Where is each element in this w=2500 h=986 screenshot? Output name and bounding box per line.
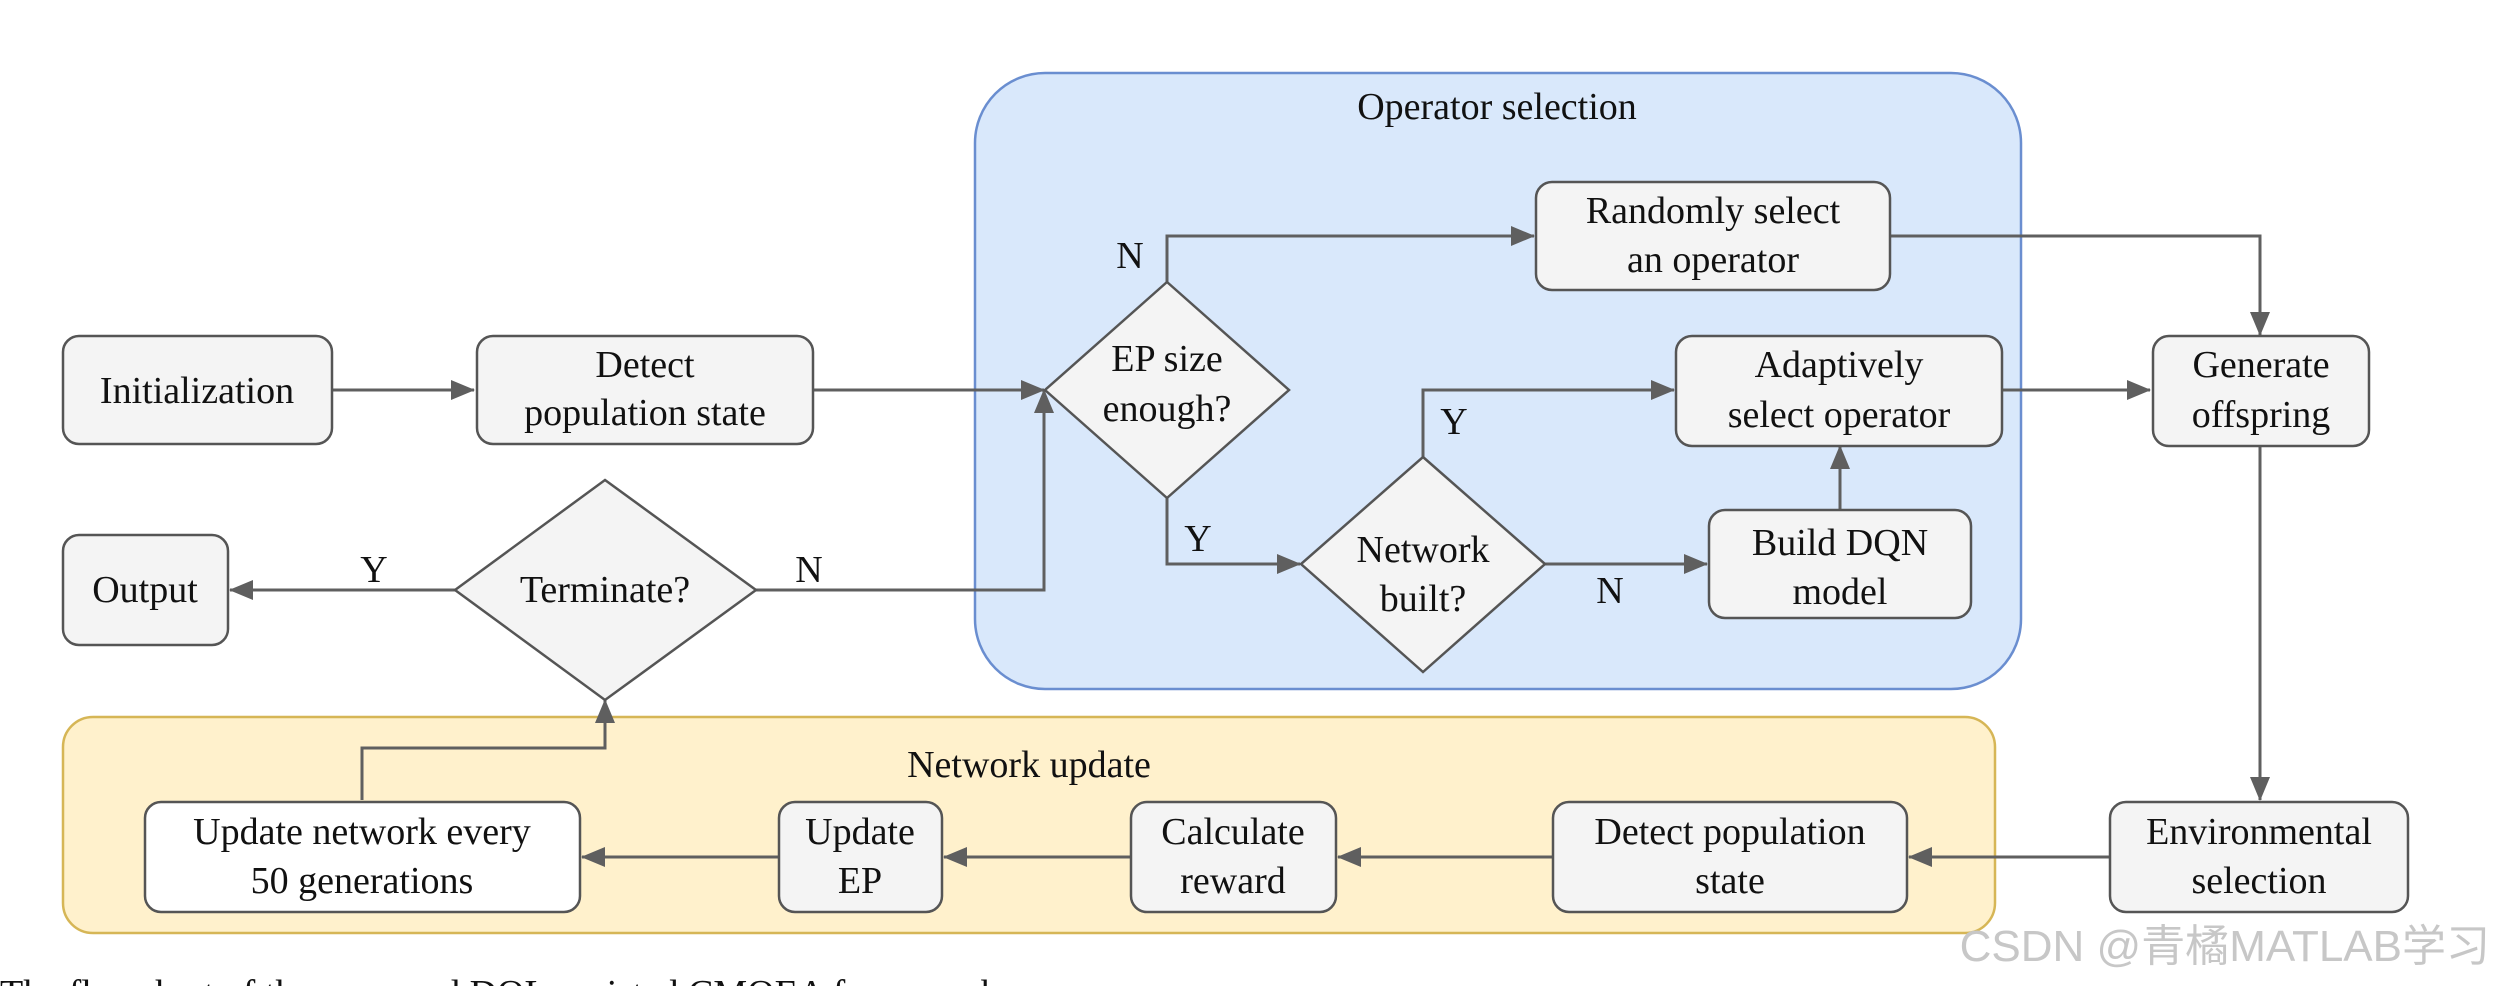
terminate-no-label: N (795, 549, 822, 591)
terminate-yes-label: Y (360, 549, 387, 591)
svg-text:state: state (1695, 860, 1765, 902)
edge-ep-no-to-random (1165, 226, 1535, 282)
svg-text:Terminate?: Terminate? (520, 569, 690, 611)
node-environmental-selection: Environmental selection (2108, 800, 2410, 914)
svg-text:built?: built? (1380, 578, 1467, 620)
svg-text:reward: reward (1180, 860, 1285, 902)
node-network-built: Network built? (1299, 455, 1547, 674)
edges (229, 226, 2270, 867)
watermark-text: CSDN @青橘MATLAB学习 (1960, 922, 2490, 971)
svg-text:Network: Network (1357, 529, 1490, 571)
node-generate-offspring: Generate offspring (2151, 334, 2371, 448)
network-update-label: Network update (907, 744, 1151, 786)
node-update-ep: Update EP (777, 800, 944, 914)
svg-text:selection: selection (2191, 860, 2326, 902)
ep-no-label: N (1116, 235, 1143, 277)
edge-ep-yes-to-network (1165, 498, 1301, 574)
svg-text:Initialization: Initialization (100, 370, 294, 412)
network-built-no-label: N (1596, 570, 1623, 612)
figure-caption: The flowchart of the proposed DQL-assist… (0, 973, 1009, 986)
svg-text:enough?: enough? (1103, 388, 1232, 430)
svg-text:Generate: Generate (2192, 344, 2329, 386)
node-randomly-select-operator: Randomly select an operator (1534, 180, 1892, 292)
svg-text:EP: EP (838, 860, 882, 902)
svg-text:model: model (1793, 571, 1888, 613)
edge-network-yes-to-adaptive (1421, 380, 1675, 457)
ep-yes-label: Y (1184, 518, 1211, 560)
node-calculate-reward: Calculate reward (1129, 800, 1338, 914)
node-detect-population-state: Detect population state (475, 334, 815, 446)
svg-text:offspring: offspring (2192, 394, 2331, 436)
edge-random-to-generate (1890, 234, 2270, 336)
node-detect-population-state-2: Detect population state (1551, 800, 1909, 914)
svg-text:Output: Output (92, 569, 198, 611)
node-initialization: Initialization (61, 334, 334, 446)
svg-text:Detect: Detect (595, 344, 695, 386)
svg-text:50 generations: 50 generations (251, 860, 474, 902)
node-build-dqn-model: Build DQN model (1707, 508, 1973, 620)
node-adaptively-select-operator: Adaptively select operator (1674, 334, 2004, 448)
svg-text:Environmental: Environmental (2146, 811, 2372, 853)
node-output: Output (61, 533, 230, 647)
svg-text:Calculate: Calculate (1161, 811, 1304, 853)
node-terminate: Terminate? (452, 478, 759, 702)
operator-selection-label: Operator selection (1357, 86, 1637, 128)
svg-text:EP size: EP size (1111, 338, 1223, 380)
node-ep-size-enough: EP size enough? (1043, 280, 1291, 500)
network-built-yes-label: Y (1440, 401, 1467, 443)
svg-text:Randomly select: Randomly select (1586, 190, 1841, 232)
svg-text:an operator: an operator (1627, 239, 1799, 281)
svg-text:Update network every: Update network every (193, 811, 531, 853)
svg-text:select operator: select operator (1728, 394, 1951, 436)
svg-text:Adaptively: Adaptively (1755, 344, 1924, 386)
edge-labels: N Y Y N Y N (360, 235, 1623, 612)
edge-terminate-no-to-ep (756, 389, 1054, 592)
svg-text:population state: population state (524, 392, 766, 434)
edge-updatenetwork-to-terminate (360, 699, 615, 800)
node-update-network: Update network every 50 generations (143, 800, 582, 914)
svg-text:Update: Update (805, 811, 915, 853)
svg-text:Detect population: Detect population (1594, 811, 1865, 853)
svg-text:Build DQN: Build DQN (1752, 522, 1928, 564)
